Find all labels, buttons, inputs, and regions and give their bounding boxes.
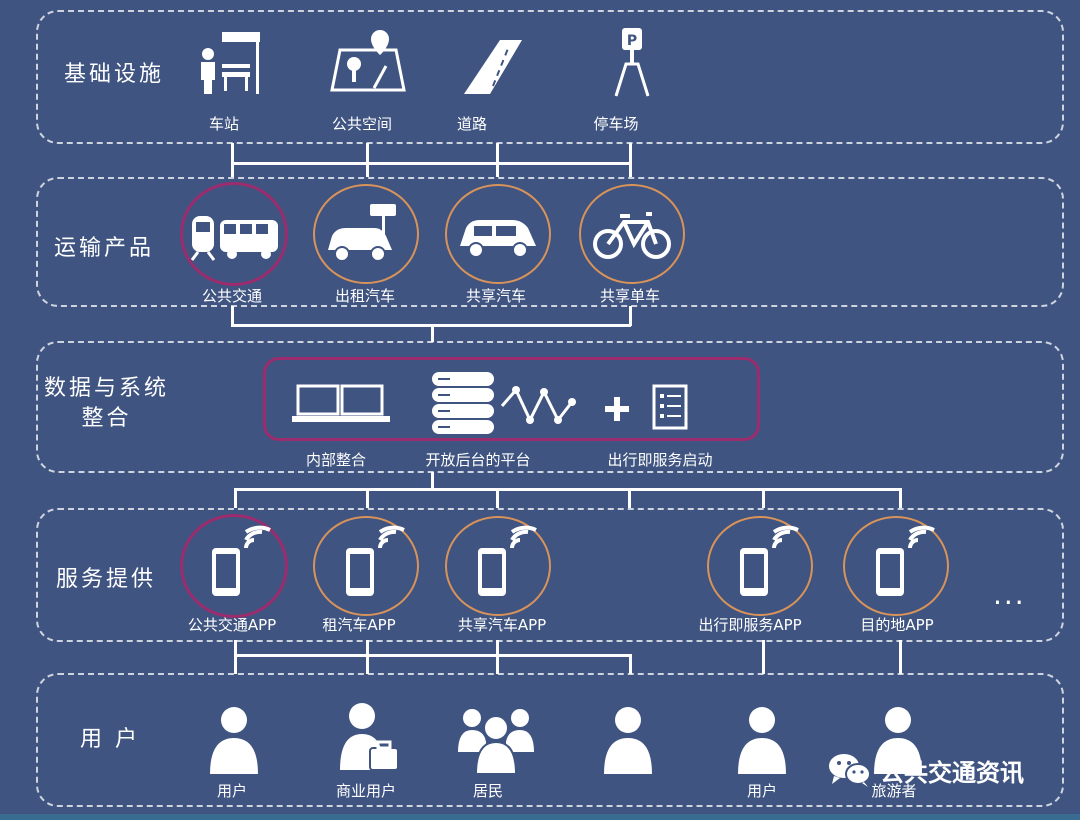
ring-bike-sharing	[579, 184, 685, 284]
connector-bar	[899, 488, 902, 508]
taxi-icon	[328, 204, 396, 262]
watermark-text: 公共交通资讯	[880, 758, 1024, 787]
infrastructure-label-station: 车站	[208, 115, 240, 133]
connector-bar	[431, 324, 434, 342]
user-icon	[210, 707, 258, 774]
integration-label-internal: 内部整合	[305, 451, 367, 469]
public-space-map-icon	[330, 30, 406, 92]
connector-bar	[234, 488, 237, 508]
connector-bar	[366, 143, 369, 177]
user-label-business-user: 商业用户	[335, 782, 397, 800]
connector-bar	[762, 488, 765, 508]
laptops-icon	[292, 384, 390, 422]
layer-title-users: 用 户	[80, 727, 140, 752]
bottom-border-strip	[0, 814, 1080, 820]
highlight-ring-public-transit-app	[180, 514, 288, 618]
road-icon	[464, 40, 522, 94]
ring-car-sharing	[445, 184, 551, 284]
connector-bar	[629, 143, 632, 177]
more-services-ellipsis: ...	[993, 578, 1026, 611]
connector-bar	[231, 143, 234, 177]
service-label-car-sharing-app: 共享汽车APP	[457, 616, 547, 634]
ring-destination-app	[843, 516, 949, 616]
mobile-app-icon	[346, 525, 405, 596]
connector-bar	[431, 472, 434, 490]
integration-label-open-platform: 开放后台的平台	[425, 451, 531, 469]
service-label-maas-app: 出行即服务APP	[698, 616, 802, 634]
plus-icon	[605, 397, 629, 421]
wechat-logo-icon	[829, 754, 871, 787]
connector-bar	[231, 306, 234, 326]
ring-maas-app	[707, 516, 813, 616]
connector-bar	[629, 654, 632, 674]
layer-title-transport-products: 运输产品	[54, 236, 155, 261]
network-graph-icon	[500, 386, 576, 424]
user-label-residents: 居民	[472, 782, 504, 800]
ring-car-sharing-app	[445, 516, 551, 616]
connector-bar	[234, 640, 237, 674]
connector-bar	[496, 143, 499, 177]
layer-title-infrastructure: 基础设施	[64, 62, 165, 87]
layer-title-line-2: 整合	[81, 405, 132, 431]
layer-title-data-integration: 数据与系统 整合	[44, 374, 169, 433]
connector-bar	[899, 640, 902, 674]
service-label-destination-app: 目的地APP	[860, 616, 934, 634]
infrastructure-label-road: 道路	[456, 115, 488, 133]
connector-bar	[366, 488, 369, 508]
layer-infrastructure	[36, 10, 1064, 144]
transport-label-public-transit: 公共交通	[201, 287, 263, 305]
transport-label-bike-sharing: 共享单车	[599, 287, 661, 305]
connector-bar	[496, 488, 499, 508]
checklist-icon	[652, 384, 688, 430]
transport-label-taxi: 出租汽车	[334, 287, 396, 305]
station-icon	[201, 32, 260, 94]
integration-label-maas-launch: 出行即服务启动	[607, 451, 713, 469]
user-label-tourist: 旅游者	[871, 782, 917, 800]
tourist-icon	[874, 707, 922, 774]
highlight-ring-public-transport	[180, 182, 288, 286]
user-label-user: 用户	[216, 782, 248, 800]
bicycle-icon	[593, 212, 671, 259]
user-icon	[738, 707, 786, 774]
residents-group-icon	[458, 709, 534, 775]
connector-bar	[234, 488, 902, 491]
layer-users	[36, 673, 1064, 807]
connector-bar	[762, 640, 765, 674]
car-sharing-icon	[460, 220, 536, 258]
transport-label-car-sharing: 共享汽车	[465, 287, 527, 305]
parking-icon: P	[614, 28, 650, 97]
svg-text:P: P	[627, 33, 637, 49]
mobile-app-icon	[212, 525, 271, 596]
business-user-icon	[340, 703, 399, 771]
layer-service-provision	[36, 508, 1064, 642]
integration-highlight-box	[263, 357, 760, 441]
connector-bar	[629, 306, 632, 326]
connector-bar	[496, 640, 499, 674]
ring-taxi-app	[313, 516, 419, 616]
layer-title-line-1: 数据与系统	[44, 376, 170, 401]
infrastructure-label-parking: 停车场	[593, 115, 639, 133]
infrastructure-label-public-space: 公共空间	[331, 115, 393, 133]
layer-title-service-provision: 服务提供	[56, 567, 157, 592]
layer-data-integration	[36, 341, 1064, 473]
connector-bar	[231, 162, 631, 165]
user-icon	[604, 707, 652, 774]
mobile-app-icon	[478, 525, 537, 596]
layer-transport-products	[36, 177, 1064, 307]
connector-bar	[234, 654, 632, 657]
service-label-taxi-app: 租汽车APP	[322, 616, 396, 634]
wechat-watermark: 公共交通资讯	[828, 752, 1024, 788]
train-bus-icon	[190, 216, 278, 261]
connector-bar	[628, 488, 631, 508]
connector-bar	[366, 640, 369, 674]
user-label-user-2: 用户	[746, 782, 778, 800]
database-server-icon	[432, 372, 494, 434]
ring-taxi	[313, 184, 419, 284]
mobile-app-icon	[876, 525, 935, 596]
service-label-public-transit-app: 公共交通APP	[187, 616, 277, 634]
mobile-app-icon	[740, 525, 799, 596]
